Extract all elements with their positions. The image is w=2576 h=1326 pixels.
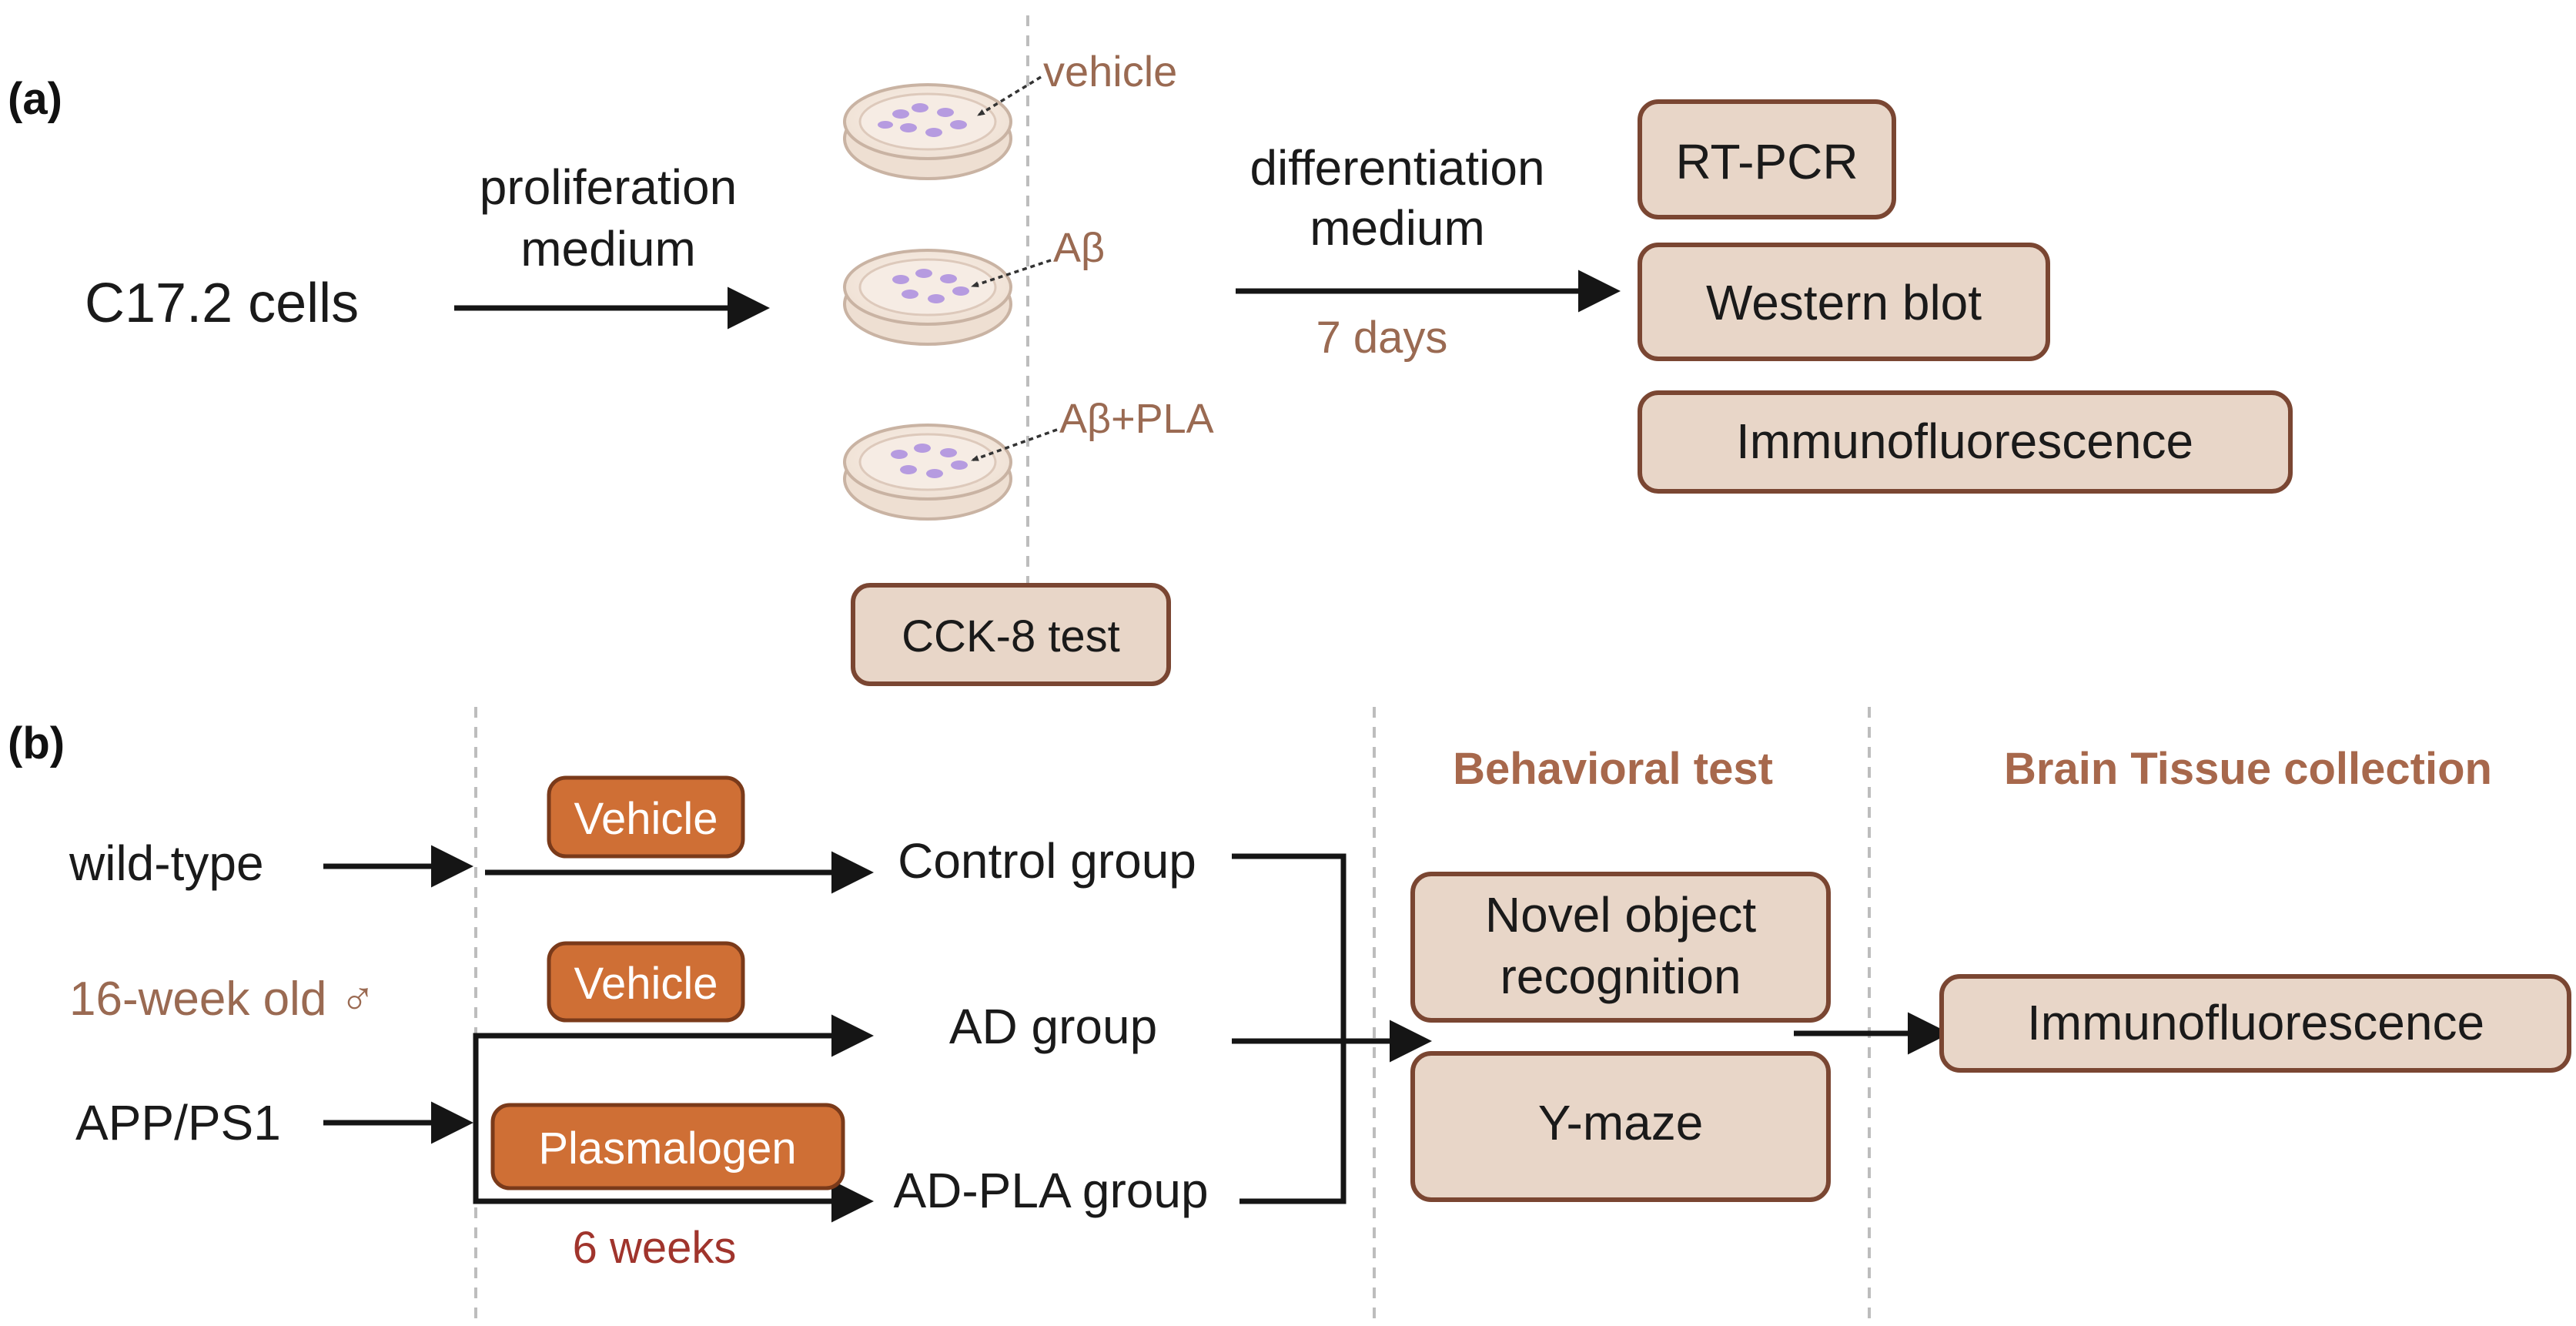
step1-line2: medium xyxy=(520,221,696,276)
treatment-badge-vehicle-2 xyxy=(547,941,745,1023)
behavior-box-ymaze xyxy=(1410,1051,1831,1202)
pointer-vehicle xyxy=(977,75,1042,117)
dish-label-abeta-pla: Aβ+PLA xyxy=(1059,396,1214,442)
step2-line1: differentiation xyxy=(1250,140,1544,196)
panel-b-label: (b) xyxy=(8,718,65,768)
group-ad-pla: AD-PLA group xyxy=(893,1163,1208,1218)
age-label: 16-week old ♂ xyxy=(69,973,376,1026)
treatment-badge-plasmalogen xyxy=(490,1103,845,1190)
strain-wildtype: wild-type xyxy=(69,835,264,891)
pointer-abeta xyxy=(971,259,1052,288)
treatment-label-vehicle-1: Vehicle xyxy=(574,794,718,844)
group-control: Control group xyxy=(898,833,1196,889)
step1-line1: proliferation xyxy=(480,159,737,215)
dish-abeta-pla xyxy=(843,424,1012,521)
pointer-abeta-pla xyxy=(971,428,1058,462)
behavior-label-nor-2: recognition xyxy=(1500,949,1741,1004)
assay-label-if: Immunofluorescence xyxy=(1736,414,2193,469)
group-ad: AD group xyxy=(949,999,1157,1054)
treatment-badge-vehicle-1 xyxy=(547,775,745,859)
viability-box xyxy=(851,583,1171,686)
merge-control xyxy=(1232,853,1347,1204)
duration-b: 6 weeks xyxy=(573,1223,737,1273)
arrow-ad-pla xyxy=(473,1078,874,1223)
assay-label-rtpcr: RT-PCR xyxy=(1675,134,1858,189)
viability-label: CCK-8 test xyxy=(902,611,1120,661)
collection-box xyxy=(1939,974,2571,1073)
strain-app: APP/PS1 xyxy=(75,1095,281,1150)
treatment-label-vehicle-2: Vehicle xyxy=(574,959,718,1009)
assay-box-if xyxy=(1638,390,2293,494)
assay-box-western xyxy=(1638,243,2050,361)
collection-label: Immunofluorescence xyxy=(2027,995,2484,1050)
panel-a-label: (a) xyxy=(8,74,62,124)
assay-box-rtpcr xyxy=(1638,99,1896,219)
source-cells: C17.2 cells xyxy=(85,273,359,334)
dish-label-vehicle: vehicle xyxy=(1043,47,1177,95)
dish-vehicle xyxy=(843,83,1012,180)
treatment-label-plasmalogen: Plasmalogen xyxy=(538,1123,796,1174)
behavior-label-nor-1: Novel object xyxy=(1485,887,1756,943)
step2-line2: medium xyxy=(1310,200,1485,256)
collection-header: Brain Tissue collection xyxy=(2004,744,2492,794)
duration-a: 7 days xyxy=(1316,313,1448,363)
dish-label-abeta: Aβ xyxy=(1053,225,1105,271)
dish-abeta xyxy=(843,249,1012,346)
assay-label-western: Western blot xyxy=(1706,275,1982,330)
behavior-box-nor xyxy=(1410,872,1831,1023)
behavior-label-ymaze: Y-maze xyxy=(1538,1095,1704,1150)
behavior-header: Behavioral test xyxy=(1453,744,1773,794)
